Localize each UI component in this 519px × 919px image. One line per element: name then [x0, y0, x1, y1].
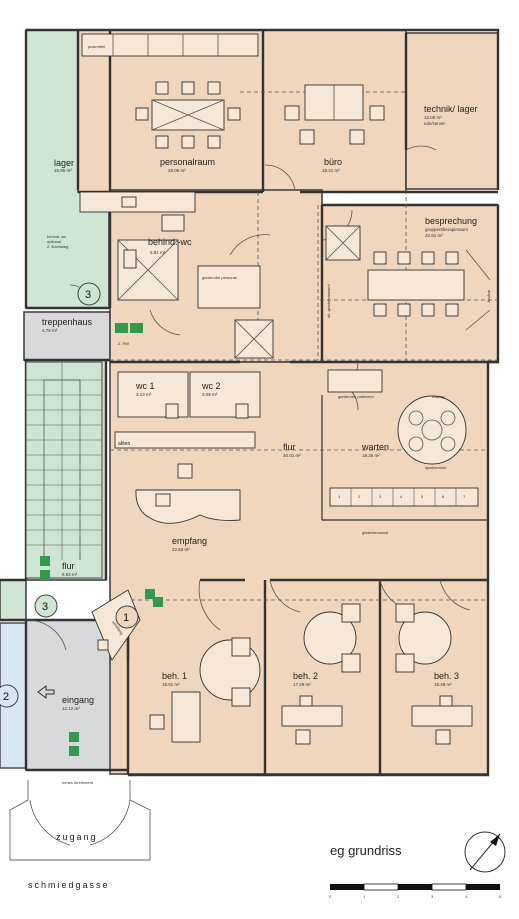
play-table — [397, 395, 467, 465]
label-flur-side: flur — [62, 561, 75, 571]
garderobe-personal-rack — [197, 265, 261, 309]
svg-text:1: 1 — [363, 894, 366, 899]
area-flur-side: 8.93 m² — [62, 572, 78, 577]
svg-text:2: 2 — [358, 494, 361, 499]
waiting-bench — [329, 487, 479, 507]
area-besprechung: 22.81 m² — [425, 233, 443, 238]
svg-text:0: 0 — [329, 894, 332, 899]
label-warten: warten — [361, 442, 389, 452]
behind-note-2: optional — [47, 239, 61, 244]
area-beh2: 17.29 m² — [293, 682, 311, 687]
note-technik: edv/server — [424, 121, 446, 126]
garderobe-patienten-rack — [327, 369, 383, 393]
cabinet-row — [81, 33, 259, 57]
label-flur: flur — [283, 442, 296, 452]
label-glasbrennwand: alt. glasbrennwand — [326, 284, 331, 318]
svg-text:2: 2 — [397, 894, 400, 899]
label-personalraum: personalraum — [160, 157, 215, 167]
label-wc1: wc 1 — [135, 381, 155, 391]
svg-text:7: 7 — [463, 494, 466, 499]
marker-3b: 3 — [42, 601, 48, 613]
label-akten: akten — [118, 441, 130, 447]
svg-text:6: 6 — [442, 494, 445, 499]
svg-text:5: 5 — [421, 494, 424, 499]
akten-shelf — [114, 431, 256, 449]
room-treppenhaus — [23, 311, 111, 361]
label-empfang: empfang — [172, 536, 207, 546]
area-personalraum: 28.06 m² — [168, 168, 186, 173]
area-behind-wc: 5.81 m² — [150, 250, 166, 255]
area-wc1: 3.13 m² — [136, 392, 152, 397]
north-arrow-icon — [464, 831, 506, 873]
label-eingang: eingang — [62, 695, 94, 705]
label-besprechung: besprechung — [425, 216, 477, 226]
svg-text:3: 3 — [379, 494, 382, 499]
marker-3a: 3 — [85, 289, 91, 301]
label-treppenhaus: treppenhaus — [42, 317, 93, 327]
scale-labels: 0 1 2 3 4 5 — [329, 894, 502, 899]
label-display-mid: display — [432, 394, 444, 399]
label-display-top: display — [487, 290, 492, 302]
label-wc2: wc 2 — [201, 381, 221, 391]
exit-sign-icon — [40, 323, 163, 756]
label-lager: lager — [54, 158, 74, 168]
marker-circle-3b — [34, 594, 58, 618]
label-behind-wc: behind.-wc — [148, 237, 192, 247]
svg-text:3: 3 — [431, 894, 434, 899]
marker-circle-1 — [115, 605, 139, 629]
sub-besprechung: gruppentherapieraum — [425, 227, 468, 232]
reception-desk — [135, 489, 241, 524]
area-empfang: 22.63 m² — [172, 547, 190, 552]
marker-circle-3a — [77, 282, 101, 306]
area-lager: 15.95 m² — [54, 168, 72, 173]
label-buero: büro — [324, 157, 342, 167]
label-garderobe-personal: garderobe personal — [202, 275, 237, 280]
label-beh3: beh. 3 — [434, 671, 459, 681]
staircase — [25, 361, 103, 579]
svg-text:1: 1 — [338, 494, 341, 499]
label-spielbereich: spielbereich — [425, 465, 446, 470]
label-beh1: beh. 1 — [162, 671, 187, 681]
area-treppenhaus: 4.76 m² — [42, 328, 58, 333]
plan-title: eg grundriss — [330, 843, 402, 858]
area-beh3: 16.48 m² — [434, 682, 452, 687]
label-putzmittel: putzmittel — [88, 44, 105, 49]
label-garderobe-patienten: garderobe patienten — [338, 394, 374, 399]
arrow-left-icon — [37, 685, 55, 699]
area-wc2: 3.09 m² — [202, 392, 218, 397]
label-rw: 2. RW — [118, 341, 129, 346]
kitchen-counter — [79, 191, 196, 213]
scale-bar — [330, 883, 500, 891]
label-glastrennwand: glastrennwand — [362, 530, 388, 535]
behind-note-1: behind. wc — [47, 234, 66, 239]
area-eingang: 12.12 m² — [62, 706, 80, 711]
label-street: schmiedgasse — [28, 880, 110, 890]
marker-circle-2 — [0, 684, 19, 708]
label-zugang: zugang — [56, 832, 98, 842]
room-corner-green — [0, 579, 27, 621]
label-beh2: beh. 2 — [293, 671, 318, 681]
svg-text:4: 4 — [465, 894, 468, 899]
area-beh1: 16.91 m² — [162, 682, 180, 687]
label-tuerelement: neues türelement — [62, 780, 94, 785]
marker-2: 2 — [3, 691, 9, 703]
marker-1: 1 — [123, 612, 129, 624]
area-warten: 19.36 m² — [362, 453, 380, 458]
bench-seat-numbers: 1 2 3 4 5 6 7 — [338, 494, 466, 499]
label-technik: technik/ lager — [424, 104, 478, 114]
svg-text:4: 4 — [400, 494, 403, 499]
area-technik: 12.06 m² — [424, 115, 442, 120]
area-buero: 19.21 m² — [322, 168, 340, 173]
table-besprechung — [367, 269, 465, 301]
entrance-bay — [9, 780, 151, 861]
svg-text:5: 5 — [499, 894, 502, 899]
behind-note-3: 2. fluchtweg — [47, 244, 68, 249]
area-flur: 30.01 m² — [283, 453, 301, 458]
